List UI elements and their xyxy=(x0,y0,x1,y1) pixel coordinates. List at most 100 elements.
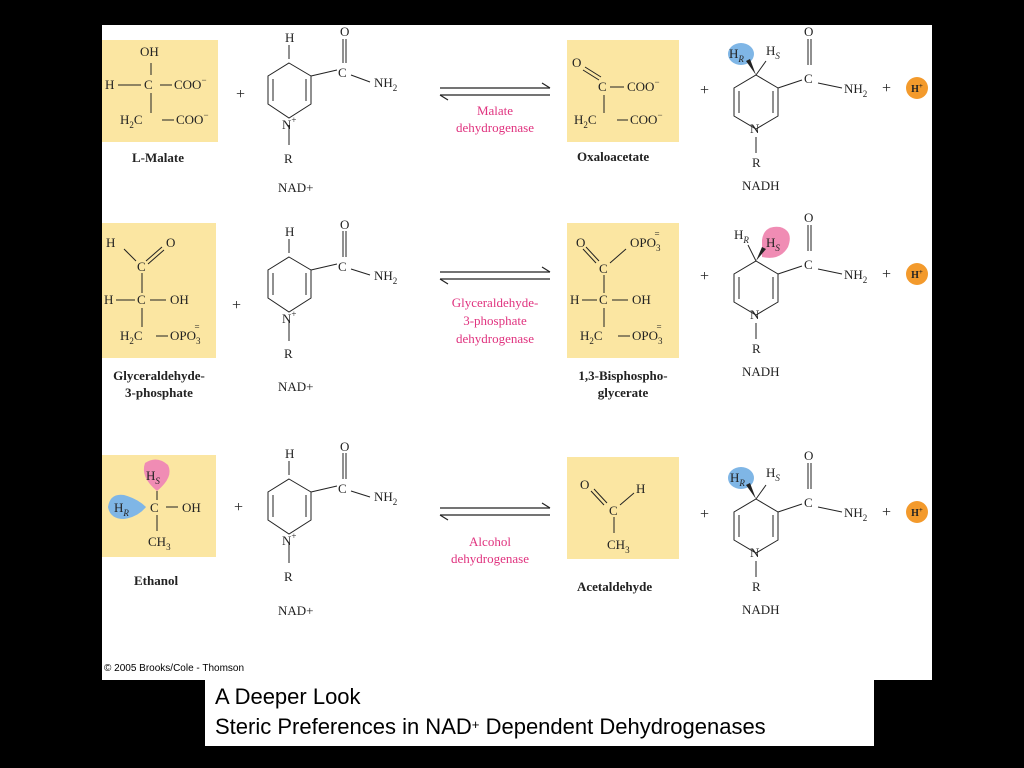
svg-text:N: N xyxy=(750,307,760,322)
hs-lobe-3 xyxy=(143,459,170,491)
proton-2 xyxy=(906,263,928,285)
equilibrium-arrow-1 xyxy=(439,82,551,101)
nad-ring-2 xyxy=(267,231,371,341)
svg-text:H: H xyxy=(105,77,114,92)
svg-text:N: N xyxy=(750,545,760,560)
svg-text:C: C xyxy=(137,292,146,307)
svg-text:HR: HR xyxy=(734,227,749,245)
svg-text:C: C xyxy=(338,65,347,80)
oxaloacetate-box xyxy=(567,40,679,142)
svg-text:C: C xyxy=(137,259,146,274)
slide-caption: A Deeper Look Steric Preferences in NAD+… xyxy=(205,680,874,746)
svg-text:H+: H+ xyxy=(911,82,923,95)
svg-text:dehydrogenase: dehydrogenase xyxy=(456,331,534,346)
svg-text:3-phosphate: 3-phosphate xyxy=(125,385,193,400)
svg-text:OH: OH xyxy=(170,292,189,307)
svg-text:NH2: NH2 xyxy=(844,505,867,523)
svg-text:H: H xyxy=(570,292,579,307)
svg-text:R: R xyxy=(752,579,761,594)
svg-text:NH2: NH2 xyxy=(844,267,867,285)
svg-text:O: O xyxy=(166,235,175,250)
svg-text:C: C xyxy=(609,503,618,518)
svg-text:H2C: H2C xyxy=(120,112,143,130)
svg-text:+: + xyxy=(700,506,709,523)
svg-text:C: C xyxy=(599,292,608,307)
svg-text:+: + xyxy=(236,86,245,103)
svg-text:H: H xyxy=(285,446,294,461)
svg-text:COO−: COO− xyxy=(174,75,207,92)
svg-text:C: C xyxy=(804,71,813,86)
svg-text:COO−: COO− xyxy=(176,110,209,127)
malate-structure xyxy=(118,63,174,121)
svg-text:H2C: H2C xyxy=(120,328,143,346)
svg-text:R: R xyxy=(284,151,293,166)
svg-text:+: + xyxy=(700,268,709,285)
svg-text:N+: N+ xyxy=(282,115,296,132)
svg-text:+: + xyxy=(882,80,891,97)
svg-text:COO−: COO− xyxy=(630,110,663,127)
svg-text:3-phosphate: 3-phosphate xyxy=(463,313,527,328)
svg-text:O: O xyxy=(576,235,585,250)
svg-text:CH3: CH3 xyxy=(148,534,171,552)
svg-text:O: O xyxy=(804,448,813,463)
cofactor-in-3: NAD+ xyxy=(278,603,314,618)
svg-text:O: O xyxy=(804,210,813,225)
svg-text:NH2: NH2 xyxy=(844,81,867,99)
row-malate: OH H C COO− H2C COO− L-Malate + H O C NH… xyxy=(102,25,928,195)
svg-text:NH2: NH2 xyxy=(374,489,397,507)
cofactor-out-2: NADH xyxy=(742,364,780,379)
caption-subtitle: Steric Preferences in NAD+ Dependent Deh… xyxy=(215,714,766,739)
svg-text:C: C xyxy=(338,481,347,496)
svg-text:H2C: H2C xyxy=(574,112,597,130)
svg-text:C: C xyxy=(599,261,608,276)
enzyme-label-1: Malate xyxy=(477,103,513,118)
substrate-label-ethanol: Ethanol xyxy=(134,573,178,588)
svg-text:NH2: NH2 xyxy=(374,268,397,286)
hr-lobe-3b xyxy=(728,467,754,489)
svg-text:O: O xyxy=(572,55,581,70)
svg-text:HS: HS xyxy=(766,465,780,483)
proton-1 xyxy=(906,77,928,99)
product-label-oxaloacetate: Oxaloacetate xyxy=(577,149,649,164)
svg-text:glycerate: glycerate xyxy=(598,385,649,400)
svg-text:HS: HS xyxy=(766,43,780,61)
svg-text:R: R xyxy=(752,155,761,170)
cofactor-in-2: NAD+ xyxy=(278,379,314,394)
substrate-label-malate: L-Malate xyxy=(132,150,184,165)
hr-lobe-3 xyxy=(108,494,146,519)
product-label-acetaldehyde: Acetaldehyde xyxy=(577,579,652,594)
svg-text:C: C xyxy=(150,500,159,515)
proton-3 xyxy=(906,501,928,523)
enzyme-label-3: Alcohol xyxy=(469,534,511,549)
cofactor-out-1: NADH xyxy=(742,178,780,193)
svg-text:N: N xyxy=(750,121,760,136)
svg-text:O: O xyxy=(340,25,349,39)
svg-text:R: R xyxy=(284,569,293,584)
enzyme-label-2: Glyceraldehyde- xyxy=(452,295,539,310)
svg-text:O: O xyxy=(340,439,349,454)
svg-text:dehydrogenase: dehydrogenase xyxy=(456,120,534,135)
svg-text:OH: OH xyxy=(140,44,159,59)
equilibrium-arrow-3 xyxy=(439,502,551,521)
hs-lobe-2 xyxy=(762,226,790,258)
row-ethanol: HS HR C OH CH3 Ethanol + H O C NH2 N+ R … xyxy=(102,439,928,618)
svg-text:O: O xyxy=(340,217,349,232)
caption-title: A Deeper Look xyxy=(215,684,361,709)
svg-text:CH3: CH3 xyxy=(607,537,630,555)
svg-text:O: O xyxy=(580,477,589,492)
svg-text:+: + xyxy=(882,504,891,521)
svg-text:H+: H+ xyxy=(911,506,923,519)
hr-lobe-1 xyxy=(728,43,754,65)
svg-text:H: H xyxy=(285,224,294,239)
svg-text:H+: H+ xyxy=(911,268,923,281)
svg-text:C: C xyxy=(144,77,153,92)
svg-text:R: R xyxy=(752,341,761,356)
nad-ring-1 xyxy=(267,39,371,145)
nad-ring-3 xyxy=(267,453,371,563)
svg-text:+: + xyxy=(700,82,709,99)
svg-text:+: + xyxy=(882,266,891,283)
svg-text:C: C xyxy=(804,495,813,510)
svg-text:H: H xyxy=(285,30,294,45)
svg-text:C: C xyxy=(598,79,607,94)
svg-text:H: H xyxy=(106,235,115,250)
